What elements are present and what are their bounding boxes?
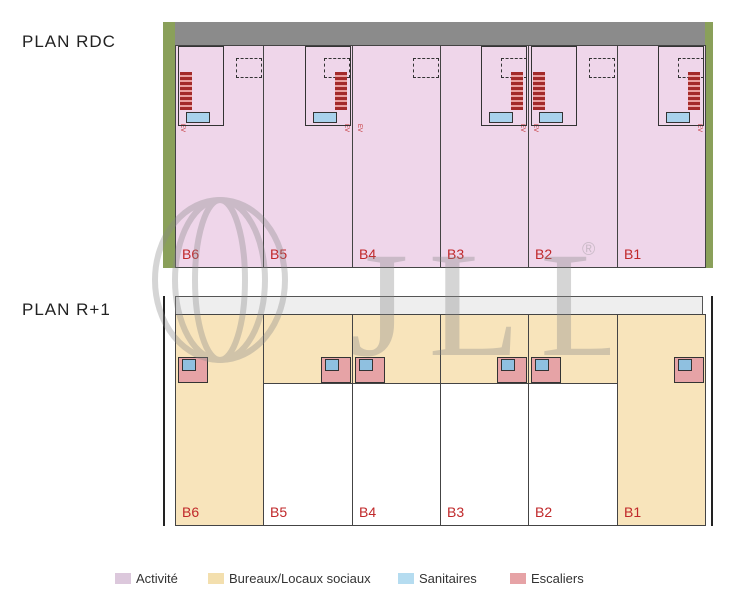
ev-label: EV bbox=[343, 124, 349, 133]
office-core bbox=[531, 46, 577, 126]
unit-label: B3 bbox=[447, 246, 465, 262]
sanitaires-icon bbox=[359, 359, 373, 371]
office-core bbox=[178, 46, 224, 126]
legend-swatch bbox=[115, 573, 131, 584]
unit-label: B4 bbox=[359, 246, 377, 262]
unit-label: B5 bbox=[270, 246, 288, 262]
unit-r1: B1 bbox=[617, 314, 706, 526]
unit-r1: B6 bbox=[175, 314, 264, 526]
sanitaires-icon bbox=[501, 359, 515, 371]
office-core bbox=[658, 46, 704, 126]
unit-r1: B4 bbox=[352, 314, 441, 526]
unit-rdc: B2 EV bbox=[528, 45, 618, 268]
sanitaires-icon bbox=[535, 359, 549, 371]
sanitaires-icon bbox=[182, 359, 196, 371]
sanitaires-icon bbox=[313, 112, 337, 123]
ev-label: EV bbox=[519, 124, 525, 133]
roof-strip bbox=[175, 296, 703, 316]
loading-door bbox=[236, 58, 262, 78]
green-edge bbox=[163, 22, 175, 268]
legend-label: Sanitaires bbox=[419, 571, 477, 586]
unit-label: B6 bbox=[182, 246, 200, 262]
unit-label: B5 bbox=[270, 504, 288, 520]
legend-item: Sanitaires bbox=[398, 571, 477, 586]
unit-r1: B5 bbox=[263, 314, 353, 526]
plan-r1-title: PLAN R+1 bbox=[22, 300, 111, 319]
unit-label: B1 bbox=[624, 504, 642, 520]
unit-r1: B2 bbox=[528, 314, 618, 526]
unit-label: B4 bbox=[359, 504, 377, 520]
ev-label: EV bbox=[532, 124, 538, 133]
legend-swatch bbox=[208, 573, 224, 584]
stairs-icon bbox=[688, 72, 700, 110]
sanitaires-icon bbox=[186, 112, 210, 123]
unit-rdc: B5 EV bbox=[263, 45, 353, 268]
legend-swatch bbox=[398, 573, 414, 584]
ev-label: EV bbox=[179, 124, 185, 133]
loading-door bbox=[413, 58, 439, 78]
stairs-icon bbox=[533, 72, 545, 110]
stairs-icon bbox=[180, 72, 192, 110]
unit-label: B2 bbox=[535, 246, 553, 262]
plan-rdc: B6 EV B5 EV B4 EV B3 EV B2 EV B1 EV bbox=[163, 22, 713, 268]
parking-strip bbox=[175, 22, 705, 45]
plan-rdc-title: PLAN RDC bbox=[22, 32, 116, 51]
plan-r1: B6 B5 B4 B3 B2 B1 bbox=[163, 296, 713, 526]
sanitaires-icon bbox=[678, 359, 692, 371]
loading-door bbox=[589, 58, 615, 78]
legend-item: Bureaux/Locaux sociaux bbox=[208, 571, 371, 586]
unit-label: B1 bbox=[624, 246, 642, 262]
office-core bbox=[305, 46, 351, 126]
sanitaires-icon bbox=[489, 112, 513, 123]
legend-label: Bureaux/Locaux sociaux bbox=[229, 571, 371, 586]
stairs-icon bbox=[335, 72, 347, 110]
legend-swatch bbox=[510, 573, 526, 584]
unit-label: B6 bbox=[182, 504, 200, 520]
sanitaires-icon bbox=[539, 112, 563, 123]
legend-item: Escaliers bbox=[510, 571, 584, 586]
sanitaires-icon bbox=[666, 112, 690, 123]
legend-label: Escaliers bbox=[531, 571, 584, 586]
unit-label: B3 bbox=[447, 504, 465, 520]
ev-label: EV bbox=[696, 124, 702, 133]
unit-rdc: B4 EV bbox=[352, 45, 441, 268]
legend-label: Activité bbox=[136, 571, 178, 586]
unit-rdc: B1 EV bbox=[617, 45, 706, 268]
unit-rdc: B3 EV bbox=[440, 45, 529, 268]
office-core bbox=[481, 46, 527, 126]
ev-label: EV bbox=[356, 124, 362, 133]
unit-r1: B3 bbox=[440, 314, 529, 526]
sanitaires-icon bbox=[325, 359, 339, 371]
stairs-icon bbox=[511, 72, 523, 110]
legend-item: Activité bbox=[115, 571, 178, 586]
unit-label: B2 bbox=[535, 504, 553, 520]
unit-rdc: B6 EV bbox=[175, 45, 264, 268]
